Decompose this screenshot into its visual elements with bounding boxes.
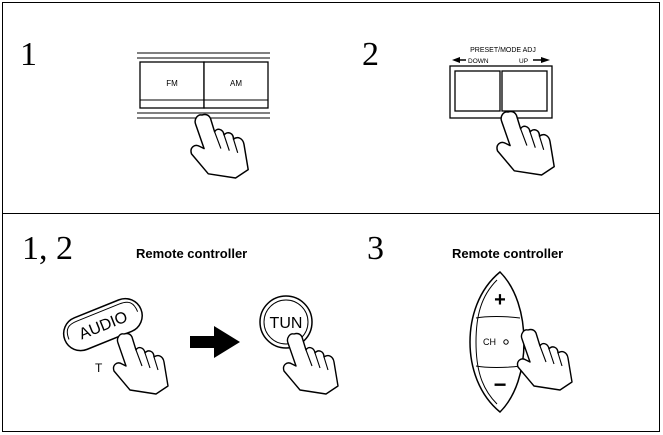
left-arrow-icon xyxy=(452,57,460,63)
tun-button-illustration: TUN xyxy=(259,295,313,349)
panel-divider xyxy=(2,213,660,214)
pointing-hand-icon xyxy=(282,332,339,395)
preset-mode-adj-label: PRESET/MODE ADJ xyxy=(470,47,536,54)
step-number-1: 1 xyxy=(20,36,37,73)
step-number-2: 2 xyxy=(362,36,379,73)
channel-rocker-illustration: + − CH xyxy=(469,270,525,414)
ch-label: CH xyxy=(483,337,496,347)
down-label: DOWN xyxy=(468,58,489,65)
preset-up-button[interactable] xyxy=(501,70,548,112)
band-button-panel: FM AM xyxy=(137,52,270,119)
audio-sub-label: T xyxy=(95,361,103,375)
remote-controller-caption-left: Remote controller xyxy=(136,246,248,261)
right-arrow-icon xyxy=(190,326,240,358)
up-label: UP xyxy=(519,58,528,65)
preset-button-panel: PRESET/MODE ADJ DOWN UP xyxy=(449,47,553,119)
pointing-hand-icon xyxy=(112,332,169,395)
pointing-hand-icon xyxy=(496,110,555,176)
fm-button-label: FM xyxy=(166,79,178,88)
audio-button[interactable] xyxy=(59,294,148,356)
pointing-hand-icon xyxy=(516,328,573,391)
channel-down-label: − xyxy=(494,372,507,397)
channel-rocker[interactable] xyxy=(469,270,525,414)
step-number-1-2: 1, 2 xyxy=(22,230,73,267)
tun-button-label: TUN xyxy=(270,315,303,332)
channel-up-label: + xyxy=(494,289,506,311)
right-arrow-icon xyxy=(541,57,550,63)
pointing-hand-icon xyxy=(190,113,249,179)
step-number-3: 3 xyxy=(367,230,384,267)
remote-controller-caption-right: Remote controller xyxy=(452,246,564,261)
preset-down-button[interactable] xyxy=(454,70,501,112)
am-button-label: AM xyxy=(230,79,242,88)
